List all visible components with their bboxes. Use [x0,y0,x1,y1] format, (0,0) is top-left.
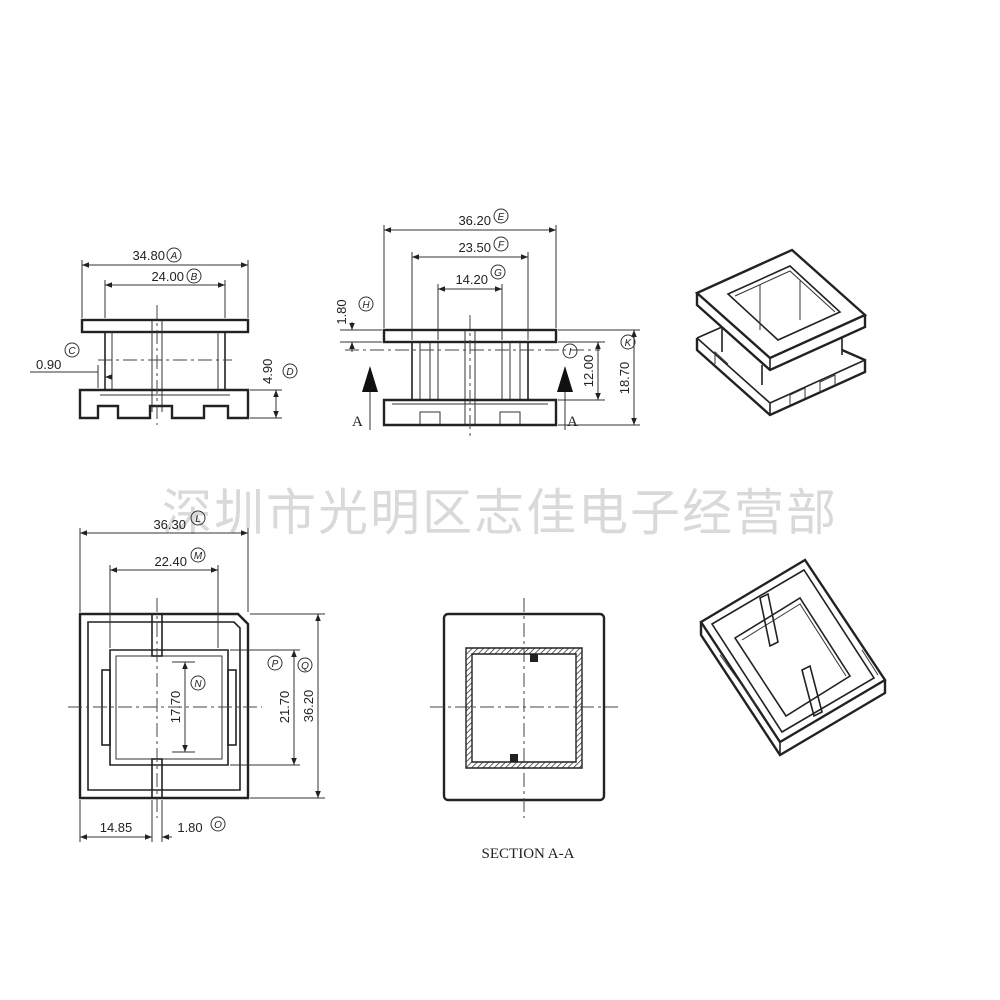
section-mark-right: A [567,414,578,430]
dim-f-value: 23.50 [458,240,491,255]
side-view: A A 36.20 E 23.50 F 14.20 G 1.80 H [334,208,640,440]
dim-a-ref: A [170,251,178,262]
section-arrow-right [557,366,573,392]
dim-q-value: 36.20 [301,690,316,723]
dim-n-ref: N [194,679,202,690]
dim-i-value: 12.00 [581,355,596,388]
dim-g-ref: G [494,268,502,279]
section-arrow-left [362,366,378,392]
dim-k-ref: K [625,338,633,349]
section-mark-left: A [352,414,363,430]
dim-l-ref: L [195,514,201,525]
dim-e-ref: E [498,212,505,223]
isometric-view-lower [699,558,887,757]
dim-b-ref: B [191,272,198,283]
dim-h-value: 1.80 [334,299,349,324]
dim-d-ref: D [286,367,293,378]
dim-i-ref: I [569,347,572,358]
dim-o-ref: O [214,820,222,831]
dim-o-value: 1.80 [177,820,202,835]
dim-n-value: 17.70 [168,691,183,724]
watermark-text: 深圳市光明区志佳电子经营部 [162,484,838,542]
isometric-view-upper [694,248,868,417]
dim-q-ref: Q [301,661,309,672]
front-body [104,331,226,391]
front-view: 34.80 A 24.00 B 0.90 C 4.90 D [30,247,298,425]
section-view: SECTION A-A [430,598,618,862]
front-bottom-base [78,388,250,420]
dim-d-value: 4.90 [260,359,275,384]
dim-g-value: 14.20 [455,272,488,287]
dim-f-ref: F [498,240,505,251]
dim-m-value: 22.40 [154,554,187,569]
dim-l-value: 36.30 [153,517,186,532]
dim-m-ref: M [194,551,203,562]
dim-p-ref: P [272,659,279,670]
top-view: 36.30 L 22.40 M 17.70 N 21.70 P 36.20 Q [68,510,325,842]
dim-p-value: 21.70 [277,691,292,724]
side-bottom-base [382,398,558,427]
top-outer-frame [78,612,250,800]
dim-c-ref: C [68,346,76,357]
dim-c-value: 0.90 [36,357,61,372]
dim-h-ref: H [362,300,370,311]
dim-k-value: 18.70 [617,362,632,395]
front-top-flange [80,318,250,334]
dim-bottom-left-value: 14.85 [100,820,133,835]
dim-a-value: 34.80 [132,248,165,263]
section-label: SECTION A-A [482,846,575,862]
dim-e-value: 36.20 [458,213,491,228]
dim-b-value: 24.00 [151,269,184,284]
section-hatched-wall [465,647,583,769]
